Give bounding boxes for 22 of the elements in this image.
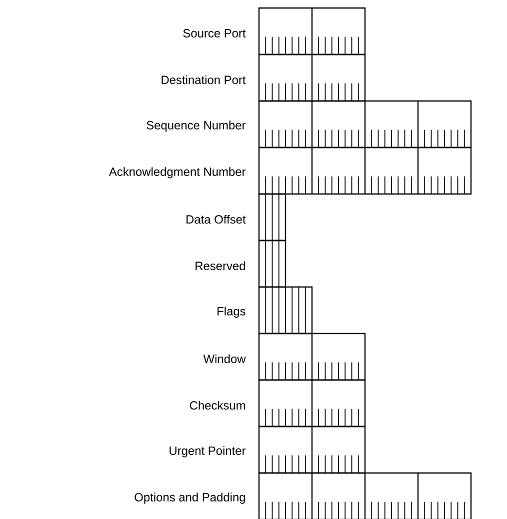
bit-field-bar	[258, 286, 313, 334]
field-label: Reserved	[196, 261, 246, 270]
field-label: Destination Port	[162, 75, 246, 84]
field-label: Window	[203, 354, 246, 364]
bit-field-bar	[258, 472, 472, 519]
bit-field-bar	[258, 332, 366, 381]
field-label: Urgent Pointer	[170, 446, 246, 458]
field-label: Flags	[218, 306, 246, 318]
bit-field-bar	[258, 379, 366, 428]
bit-field-bar	[258, 426, 366, 474]
bit-field-bar	[258, 193, 286, 242]
field-label: Sequence Number	[146, 120, 246, 132]
field-label: Options and Padding	[134, 492, 245, 504]
bit-field-bar	[258, 146, 472, 195]
field-label: Data Offset	[186, 214, 246, 224]
bit-field-bar	[258, 54, 366, 102]
bit-field-bar	[258, 7, 366, 56]
field-label: Checksum	[190, 400, 245, 410]
bit-field-bar	[258, 240, 286, 288]
field-label: Acknowledgment Number	[108, 167, 246, 178]
bit-field-bar	[258, 100, 472, 148]
field-label: Source Port	[183, 29, 246, 38]
